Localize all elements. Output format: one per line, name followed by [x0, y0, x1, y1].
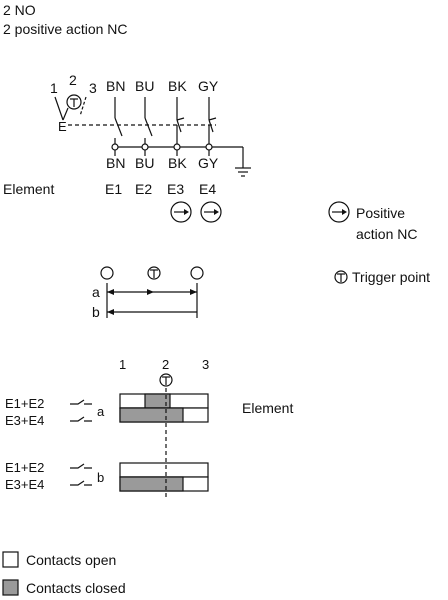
- wire-bottom-bn: BN: [106, 155, 125, 171]
- timing-a-row2-closed: [119, 407, 184, 423]
- timing-b-pair1: E1+E2: [5, 460, 44, 475]
- timing-b-row1-bar: [119, 462, 209, 478]
- timing-a-no-symbol: [70, 399, 92, 405]
- wire-top-gy: GY: [198, 78, 219, 94]
- element-e3: E3: [167, 181, 184, 197]
- travel-a-arrow: [107, 289, 197, 295]
- timing-b-nc-symbol: [70, 480, 92, 486]
- travel-position-markers: [100, 266, 204, 280]
- wire-bottom-bu: BU: [135, 155, 154, 171]
- contact-e4: [208, 97, 217, 156]
- wire-bottom-bk: BK: [168, 155, 187, 171]
- timing-label-a: a: [97, 404, 105, 419]
- actuator-pos-3: 3: [89, 80, 97, 96]
- travel-label-a: a: [92, 284, 100, 300]
- timing-a-nc-symbol: [70, 416, 92, 422]
- timing-a-pair2: E3+E4: [5, 413, 44, 428]
- travel-label-b: b: [92, 304, 100, 320]
- header-contacts-no: 2 NO: [3, 2, 36, 18]
- actuator-pos-2: 2: [69, 72, 77, 88]
- legend-trigger-point: Trigger point: [352, 269, 430, 285]
- key-closed-label: Contacts closed: [26, 580, 126, 596]
- positive-action-icon-e3: [170, 201, 192, 223]
- wire-top-bk: BK: [168, 78, 187, 94]
- timing-b-no-symbol: [70, 463, 92, 469]
- header-contacts-nc: 2 positive action NC: [3, 21, 128, 37]
- element-label: Element: [3, 181, 54, 197]
- wire-top-bn: BN: [106, 78, 125, 94]
- timing-b-pair2: E3+E4: [5, 477, 44, 492]
- timing-pos-1: 1: [119, 357, 126, 372]
- timing-a-pair1: E1+E2: [5, 396, 44, 411]
- positive-action-icon-e4: [200, 201, 222, 223]
- key-closed-swatch: [2, 579, 19, 596]
- travel-trigger-icon: [147, 266, 161, 280]
- actuator-pos-1: 1: [50, 80, 58, 96]
- element-e1: E1: [105, 181, 122, 197]
- timing-b-row2-closed: [119, 476, 184, 492]
- timing-element-label: Element: [242, 400, 293, 416]
- wire-bottom-gy: GY: [198, 155, 219, 171]
- terminal-dots: [111, 143, 213, 151]
- actuator-arrow: [62, 107, 69, 121]
- actuator-lever-left: [54, 96, 64, 121]
- wire-top-bu: BU: [135, 78, 154, 94]
- trigger-point-icon: [66, 94, 82, 110]
- element-e4: E4: [199, 181, 216, 197]
- key-open-label: Contacts open: [26, 552, 116, 568]
- timing-trigger-icon: [159, 373, 173, 387]
- key-open-swatch: [2, 551, 19, 568]
- element-e2: E2: [135, 181, 152, 197]
- actuator-e-label: E: [58, 119, 67, 134]
- contact-e3: [176, 97, 185, 156]
- legend-positive-action-2: action NC: [356, 226, 417, 242]
- legend-positive-action-icon: [328, 201, 350, 223]
- ground-icon: [235, 147, 251, 177]
- timing-pos-2: 2: [162, 357, 169, 372]
- timing-label-b: b: [97, 470, 104, 485]
- legend-positive-action: Positive: [356, 205, 405, 221]
- legend-trigger-point-icon: [334, 270, 348, 284]
- travel-b-arrow: [107, 309, 197, 315]
- actuator-lever-right: [79, 96, 87, 117]
- timing-pos-3: 3: [202, 357, 209, 372]
